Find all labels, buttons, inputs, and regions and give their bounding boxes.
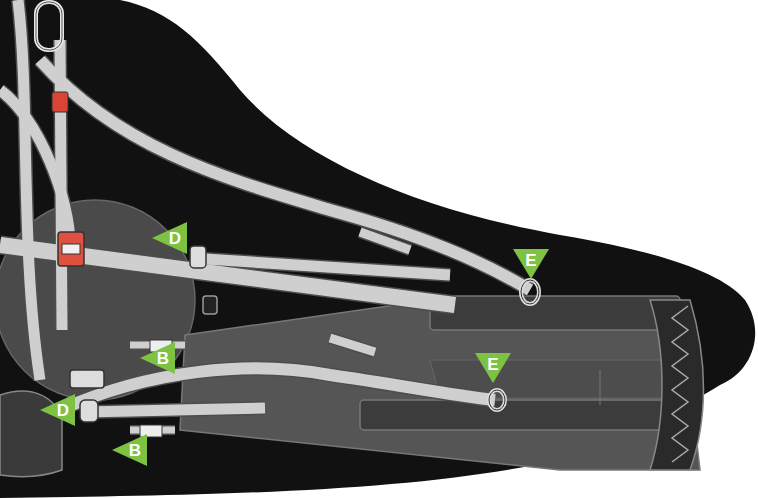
callout-marker: D (152, 222, 188, 254)
callout-letter: B (112, 434, 148, 466)
callout-letter: E (475, 352, 511, 384)
callout-marker: B (140, 342, 176, 374)
callout-marker: E (475, 352, 511, 384)
callout-letter: D (40, 394, 76, 426)
callout-marker: B (112, 434, 148, 466)
callout-marker: E (513, 248, 549, 280)
callout-letter: B (140, 342, 176, 374)
callout-letter: D (152, 222, 188, 254)
callout-marker: D (40, 394, 76, 426)
callout-letter: E (513, 248, 549, 280)
